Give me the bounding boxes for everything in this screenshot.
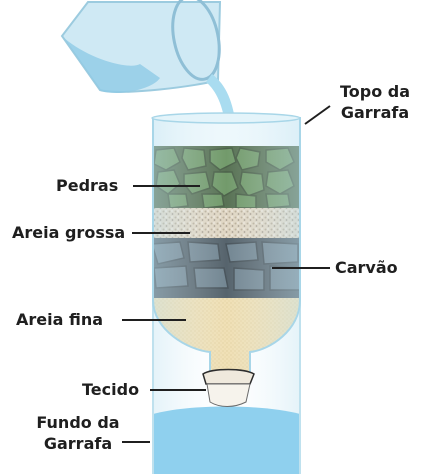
bottle-outline: [152, 117, 301, 379]
pointer-lines: [122, 105, 331, 443]
label-fundo-line2: Garrafa: [43, 434, 113, 453]
label-areia-grossa: Areia grossa: [12, 223, 126, 242]
cloth: [202, 368, 255, 407]
label-tecido: Tecido: [82, 380, 140, 399]
label-topo-line1: Topo da: [339, 82, 411, 101]
bottle-top-rim: [151, 112, 301, 124]
label-carvao: Carvão: [335, 258, 398, 277]
pouring-glass: [60, 0, 222, 93]
label-pedras: Pedras: [56, 176, 119, 195]
label-fundo-line1: Fundo da: [36, 413, 120, 432]
label-areia-fina: Areia fina: [16, 310, 104, 329]
label-topo-da-garrafa: Topo da Garrafa: [328, 81, 422, 123]
label-fundo-da-garrafa: Fundo da Garrafa: [28, 412, 128, 454]
label-topo-line2: Garrafa: [340, 103, 410, 122]
